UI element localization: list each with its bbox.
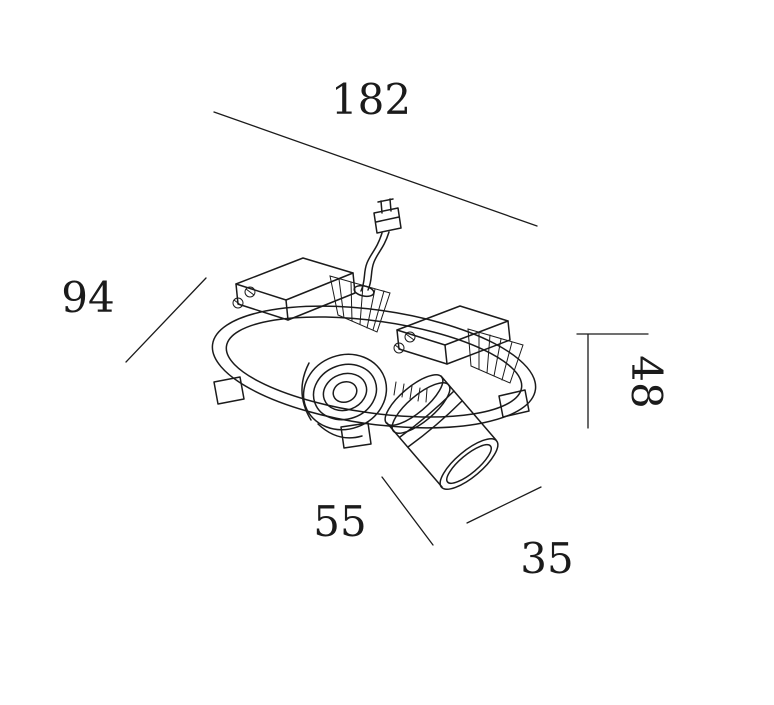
dimension-line-depth [125, 277, 207, 363]
dimension-line-width [213, 111, 538, 227]
spot-head-right [384, 374, 499, 490]
cable-plug [373, 198, 402, 234]
dimension-label-depth: 94 [61, 273, 114, 322]
mounting-tabs [213, 376, 530, 449]
screw-heads-left [232, 286, 256, 309]
screw-heads-right [393, 331, 416, 354]
dimension-line-spot-diameter [466, 486, 542, 524]
spot-head-left [301, 353, 388, 439]
fixture-drawing [211, 198, 537, 490]
spring-clip-right [467, 328, 524, 384]
dimension-label-width: 182 [331, 75, 411, 124]
housing-box-left [232, 257, 356, 321]
trim-ring [211, 305, 537, 429]
housing-box-right [393, 305, 511, 365]
dimension-lines [125, 111, 649, 546]
gimbal-hatch [393, 381, 428, 403]
dimension-line-height [576, 333, 649, 429]
dimension-label-spot-diameter: 35 [520, 534, 573, 583]
dimension-label-spot-length: 55 [313, 497, 366, 546]
dimension-line-spot-length [381, 476, 434, 546]
dimension-label-height: 48 [622, 355, 671, 408]
spring-clip-left [329, 275, 391, 333]
